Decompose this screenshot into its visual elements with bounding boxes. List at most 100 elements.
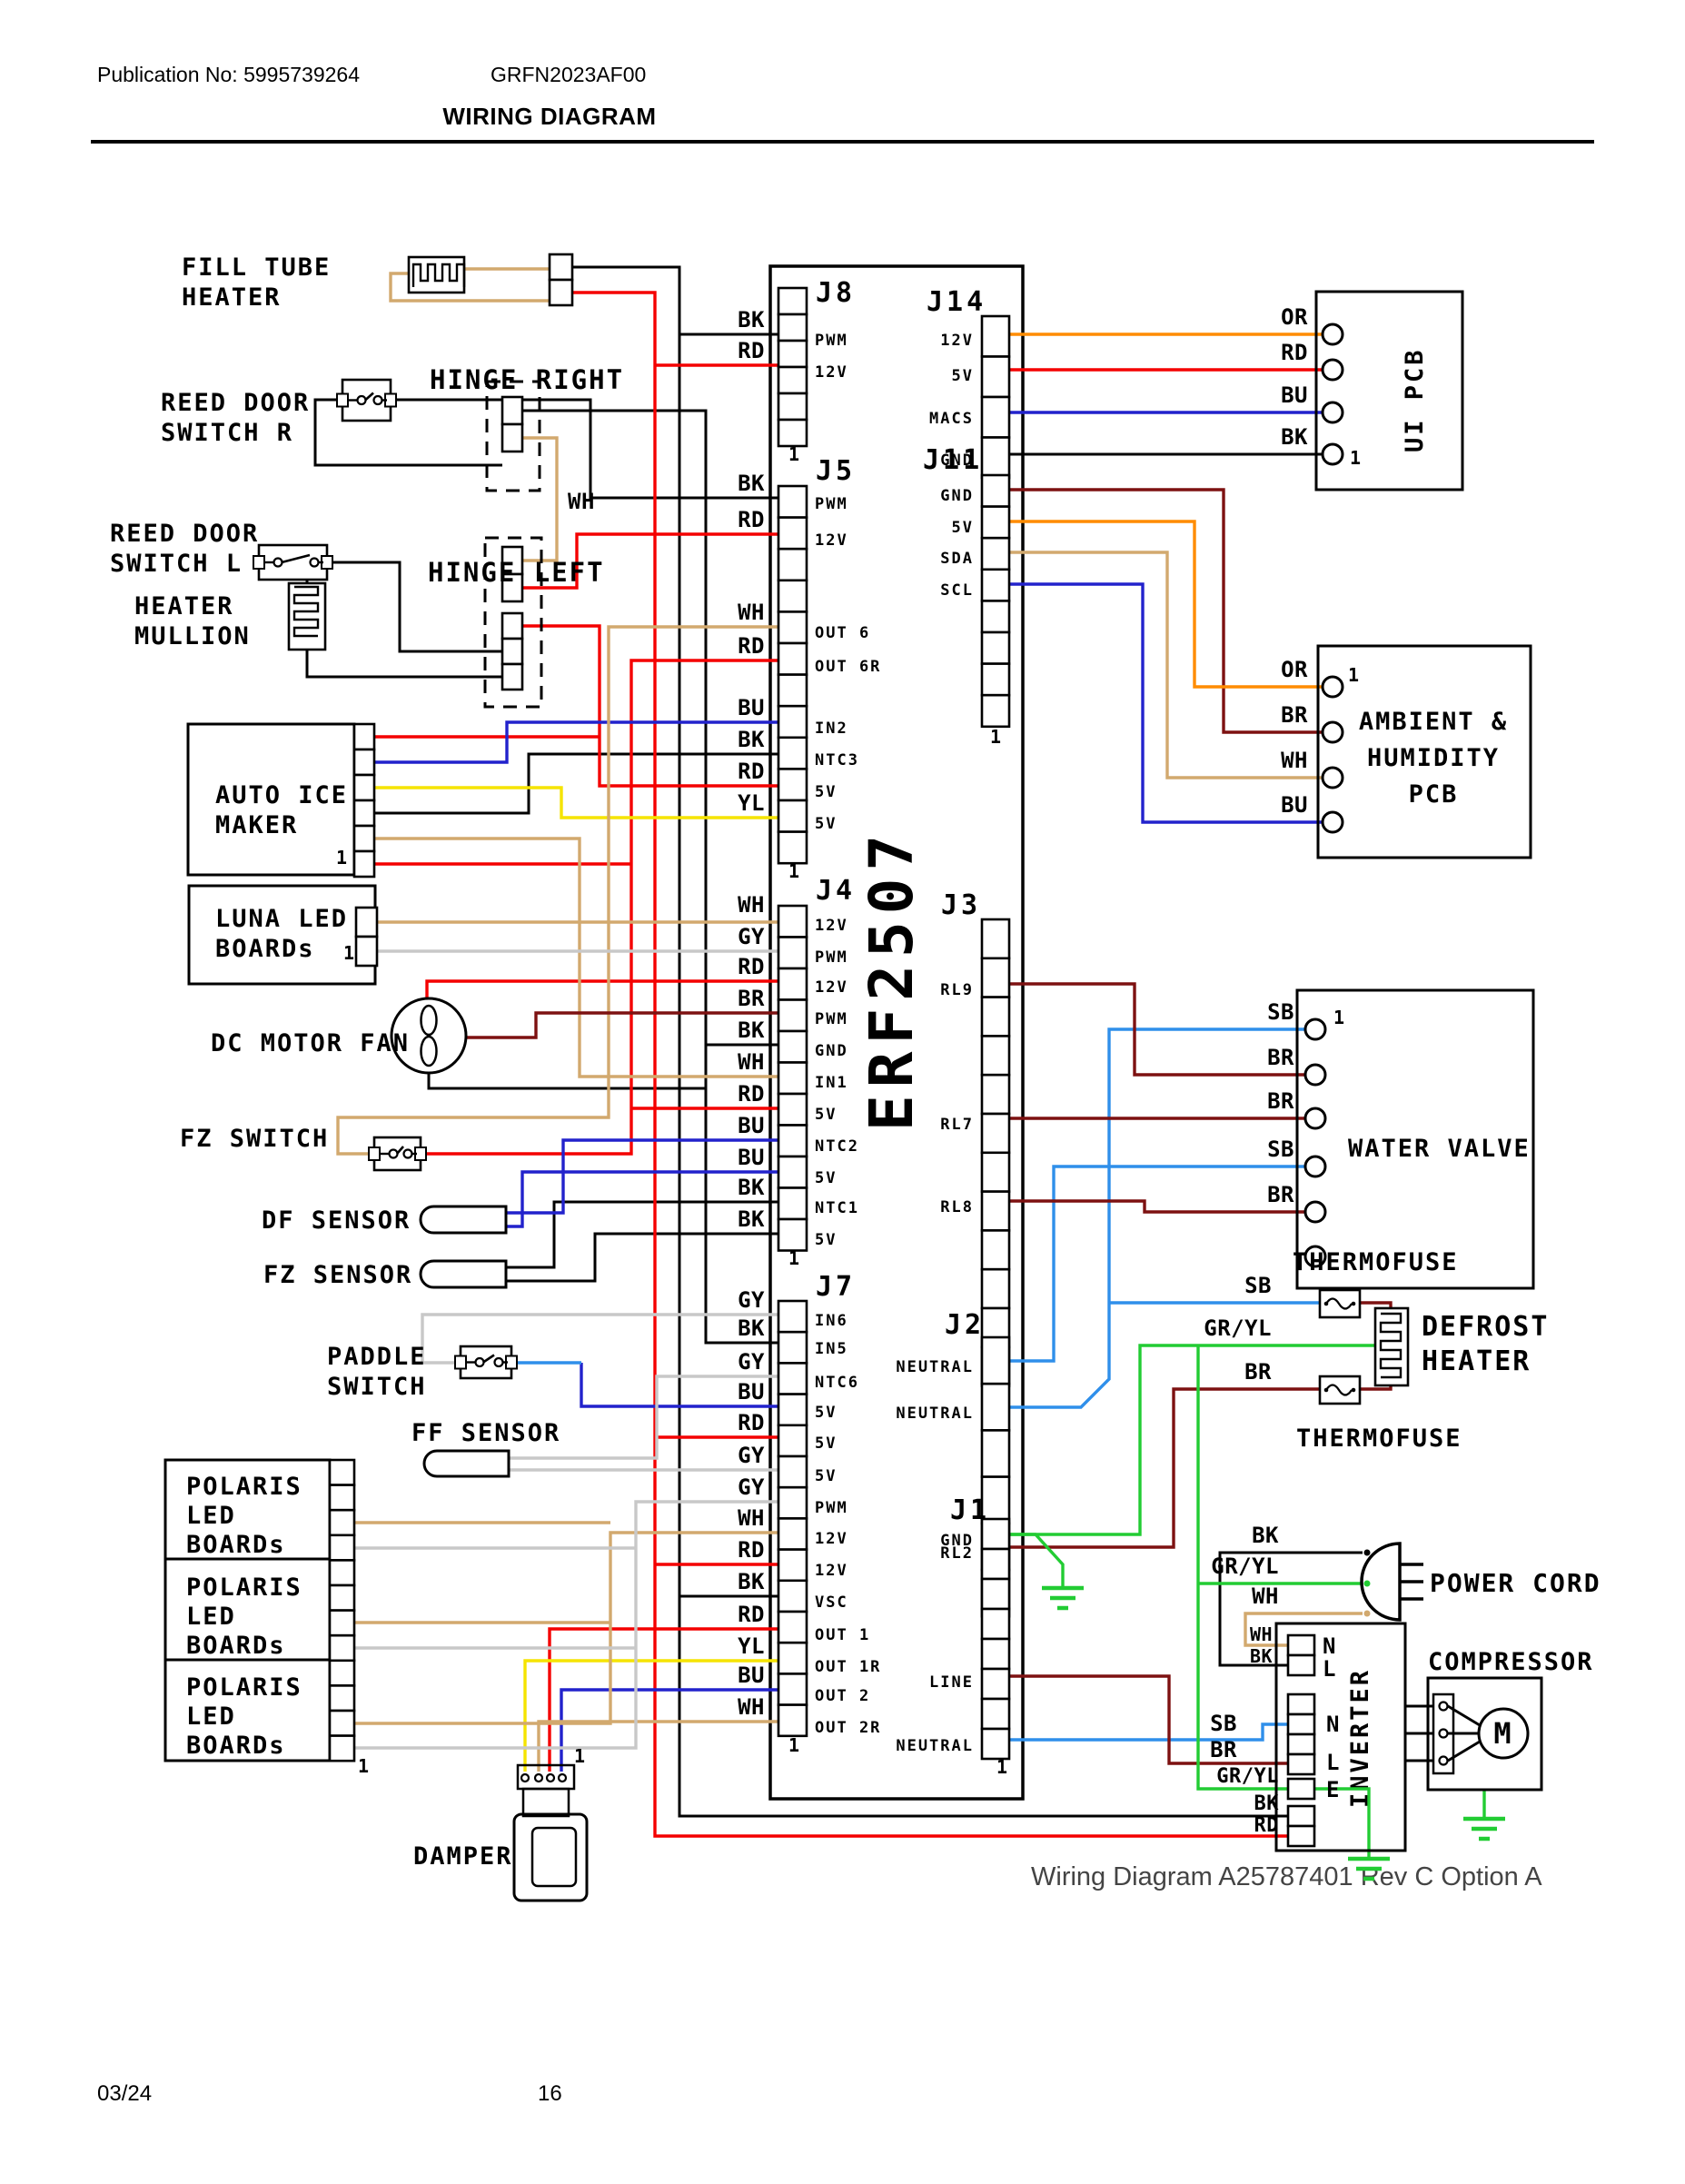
- wire-gr: [1196, 1345, 1371, 1859]
- wire-color-label: BR: [1281, 702, 1308, 728]
- footer-date: 03/24: [97, 2081, 152, 2106]
- component-label: FF SENSOR: [411, 1419, 560, 1447]
- wire-color-label: WH: [738, 1505, 765, 1531]
- publication-number: Publication No: 5995739264: [97, 63, 360, 86]
- pin-label: 5V: [815, 1434, 837, 1453]
- wire-wh: [537, 1720, 778, 1772]
- model-number: GRFN2023AF00: [491, 63, 646, 86]
- wire-color-label: GR/YL: [1216, 1765, 1279, 1788]
- wire-color-label: RD: [738, 1537, 765, 1563]
- pin-box: [980, 693, 1011, 729]
- pin-label: 12V: [815, 363, 848, 382]
- fan-blade: [420, 1035, 438, 1067]
- wire-bu: [506, 1170, 778, 1228]
- pin-label: 5V: [815, 815, 837, 833]
- pin-box: [501, 611, 524, 640]
- pin-box: [1286, 1804, 1316, 1828]
- pin-label: RL2: [940, 1544, 974, 1563]
- thermofuse-wave: [1325, 1297, 1353, 1310]
- wire-bk: [522, 409, 778, 1345]
- pin-label: 5V: [815, 1106, 837, 1124]
- pin-label: OUT 1: [815, 1626, 870, 1644]
- pin-box: [980, 1035, 1011, 1077]
- wire-br: [1009, 1199, 1305, 1214]
- wire-color-label: BK: [738, 1175, 765, 1200]
- wire-gr: [1009, 1533, 1065, 1588]
- terminal-circle: [1321, 675, 1344, 699]
- pin-one-marker: 1: [788, 1247, 799, 1269]
- terminal-circle: [533, 1772, 544, 1783]
- wire-color-label: GY: [738, 1287, 765, 1313]
- pin-box: [1286, 1777, 1316, 1801]
- pin-box: [980, 918, 1011, 960]
- pin-box: [980, 1607, 1011, 1641]
- pin-label: PWM: [815, 495, 848, 513]
- wire-color-label: GY: [738, 1443, 765, 1468]
- pin-box: [777, 611, 808, 645]
- terminal-circle: [1321, 442, 1344, 466]
- pin-label: NTC2: [815, 1137, 859, 1156]
- pin-box: [328, 1458, 356, 1486]
- wire-bk: [313, 398, 502, 467]
- component-label: SWITCH L: [110, 550, 243, 578]
- power-plug: [1360, 1542, 1402, 1622]
- pin-box: [328, 1508, 356, 1537]
- component-box: [1274, 1622, 1407, 1852]
- fan-blade: [420, 1004, 438, 1037]
- component-label: DAMPER: [413, 1842, 513, 1871]
- pin-box: [352, 849, 376, 879]
- wire-rd: [425, 979, 778, 999]
- pin-box: [777, 1485, 808, 1520]
- wire-color-label: BK: [738, 471, 765, 496]
- terminal-circle: [1321, 766, 1344, 789]
- wire-bk: [305, 650, 502, 679]
- pin-label: OUT 6R: [815, 658, 881, 676]
- component-label: LED: [186, 1703, 236, 1731]
- terminal-circle: [557, 1772, 568, 1783]
- pin-label: NEUTRAL: [896, 1737, 974, 1755]
- switch-lever: [482, 1354, 495, 1364]
- wire-color-label: GY: [738, 1349, 765, 1375]
- terminal-circle: [545, 1772, 556, 1783]
- pin-box: [980, 395, 1011, 439]
- switch-lever: [396, 1146, 404, 1155]
- wire-color-label: GY: [738, 1474, 765, 1500]
- pin-box: [777, 736, 808, 770]
- pin-label: NEUTRAL: [896, 1405, 974, 1423]
- pin-box: [980, 1151, 1011, 1193]
- wire-color-label: BR: [1267, 1182, 1294, 1207]
- pin-label: 12V: [815, 531, 848, 550]
- component-label: DF SENSOR: [262, 1206, 411, 1235]
- pin-label: PWM: [815, 332, 848, 350]
- connector-label-J4: J4: [816, 875, 856, 907]
- rotated-label: ERF2507: [857, 828, 927, 1131]
- wire-color-label: BK: [738, 307, 765, 333]
- component-label: REED DOOR: [161, 389, 310, 417]
- connector-label-J2: J2: [945, 1309, 985, 1341]
- pcb-label: L: [1326, 1750, 1341, 1775]
- revision-note: Wiring Diagram A25787401 Rev C Option A: [1031, 1862, 1542, 1891]
- pin-box: [1286, 1693, 1316, 1716]
- pin-label: OUT 2R: [815, 1719, 881, 1737]
- pcb-label: N: [1326, 1712, 1341, 1737]
- pin-box: [777, 1330, 808, 1365]
- pin-label: NTC1: [815, 1199, 859, 1217]
- pin-box: [328, 1659, 356, 1687]
- pin-box: [980, 1073, 1011, 1116]
- wire-color-label: SB: [1267, 1137, 1294, 1162]
- wire-wh: [336, 625, 778, 1156]
- pin-label: GND: [815, 1042, 848, 1060]
- terminal-circle: [1303, 1155, 1327, 1178]
- pin-box: [328, 1609, 356, 1637]
- pin-box: [980, 473, 1011, 508]
- pin-box: [777, 392, 808, 422]
- wire-color-label: BU: [738, 1113, 765, 1138]
- switch-terminal: [336, 392, 349, 408]
- pin-box: [777, 830, 808, 865]
- pin-box: [980, 1382, 1011, 1432]
- pin-box: [354, 935, 379, 968]
- pin-box: [777, 1641, 808, 1675]
- wire-bk: [506, 1200, 778, 1269]
- pin-box: [980, 536, 1011, 571]
- pin-box: [980, 1547, 1011, 1581]
